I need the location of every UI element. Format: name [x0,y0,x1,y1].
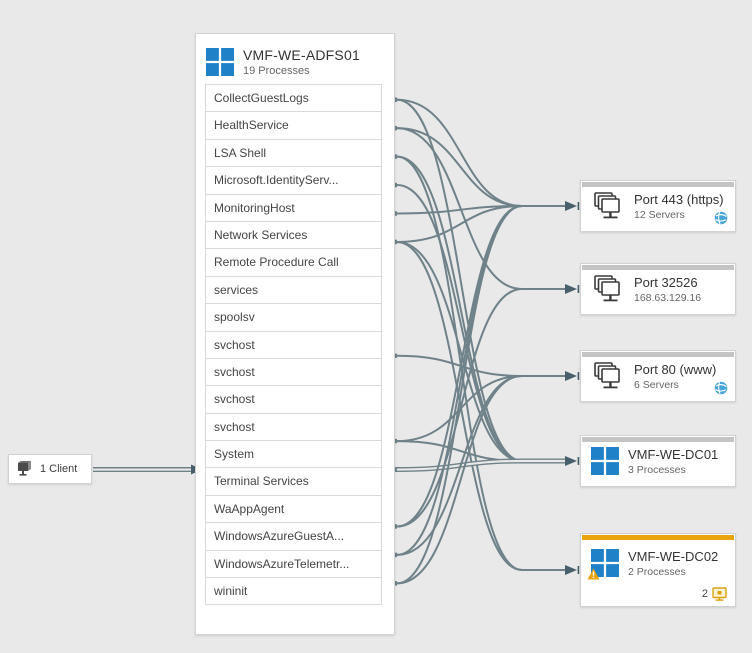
process-list: CollectGuestLogs HealthService LSA Shell… [205,84,382,606]
process-row[interactable]: WindowsAzureGuestA... [205,522,382,551]
process-row[interactable]: Microsoft.IdentityServ... [205,166,382,195]
port-title: Port 32526 [634,274,698,290]
client-monitor-icon [18,461,31,476]
port-title: Port 80 (www) [634,361,717,377]
process-row[interactable]: MonitoringHost [205,193,382,222]
server-group-icon [594,362,620,389]
process-row[interactable]: svchost [205,385,382,414]
process-row[interactable]: svchost [205,330,382,359]
machine-header: VMF-WE-ADFS01 19 Processes [196,34,394,83]
node-accent-bar [582,352,734,357]
process-row[interactable]: spoolsv [205,303,382,332]
port-node-443[interactable]: Port 443 (https) 12 Servers [580,180,736,232]
windows-logo-icon [591,549,619,577]
process-row[interactable]: WaAppAgent [205,494,382,524]
alert-count: 2 [701,588,708,600]
process-row[interactable]: Remote Procedure Call [205,248,382,277]
warning-triangle-icon [587,568,600,580]
client-count-label: 1 Client [40,463,78,475]
port-subtitle: 6 Servers [634,378,679,391]
internet-globe-icon [714,211,728,225]
node-accent-bar [582,182,734,187]
process-row[interactable]: Terminal Services [205,467,382,496]
machine-process-count: 19 Processes [243,65,310,77]
internet-globe-icon [714,381,728,395]
machine-process-count: 2 Processes [628,565,686,578]
process-row[interactable]: HealthService [205,111,382,140]
node-accent-bar-warning [582,535,734,540]
machine-process-count: 3 Processes [628,463,686,476]
process-row[interactable]: svchost [205,412,382,442]
machine-node-vmf-we-dc02[interactable]: VMF-WE-DC02 2 Processes 2 [580,533,736,607]
process-row[interactable]: WindowsAzureTelemetr... [205,549,382,579]
process-row[interactable]: wininit [205,577,382,606]
port-node-32526[interactable]: Port 32526 168.63.129.16 [580,263,736,315]
server-group-icon [594,275,620,302]
windows-logo-icon [591,447,619,475]
machine-title: VMF-WE-DC02 [628,548,719,564]
node-accent-bar [582,437,734,442]
process-row[interactable]: services [205,275,382,305]
process-row[interactable]: CollectGuestLogs [205,84,382,113]
machine-title: VMF-WE-DC01 [628,446,719,462]
process-row[interactable]: System [205,440,382,469]
machine-node-vmf-we-dc01[interactable]: VMF-WE-DC01 3 Processes [580,435,736,487]
machine-alert-icon [712,587,727,601]
server-group-icon [594,192,620,219]
process-row[interactable]: LSA Shell [205,138,382,168]
port-subtitle: 168.63.129.16 [634,291,702,304]
alert-badge[interactable]: 2 [702,587,727,601]
port-title: Port 443 (https) [634,191,724,207]
port-subtitle: 12 Servers [634,208,685,221]
process-row[interactable]: svchost [205,357,382,387]
machine-node-vmf-we-adfs01[interactable]: VMF-WE-ADFS01 19 Processes CollectGuestL… [195,33,395,635]
client-group-node[interactable]: 1 Client [8,454,92,484]
process-row[interactable]: Network Services [205,220,382,250]
windows-logo-icon [206,48,234,76]
node-accent-bar [582,265,734,270]
machine-title: VMF-WE-ADFS01 [243,47,360,63]
port-node-80[interactable]: Port 80 (www) 6 Servers [580,350,736,402]
